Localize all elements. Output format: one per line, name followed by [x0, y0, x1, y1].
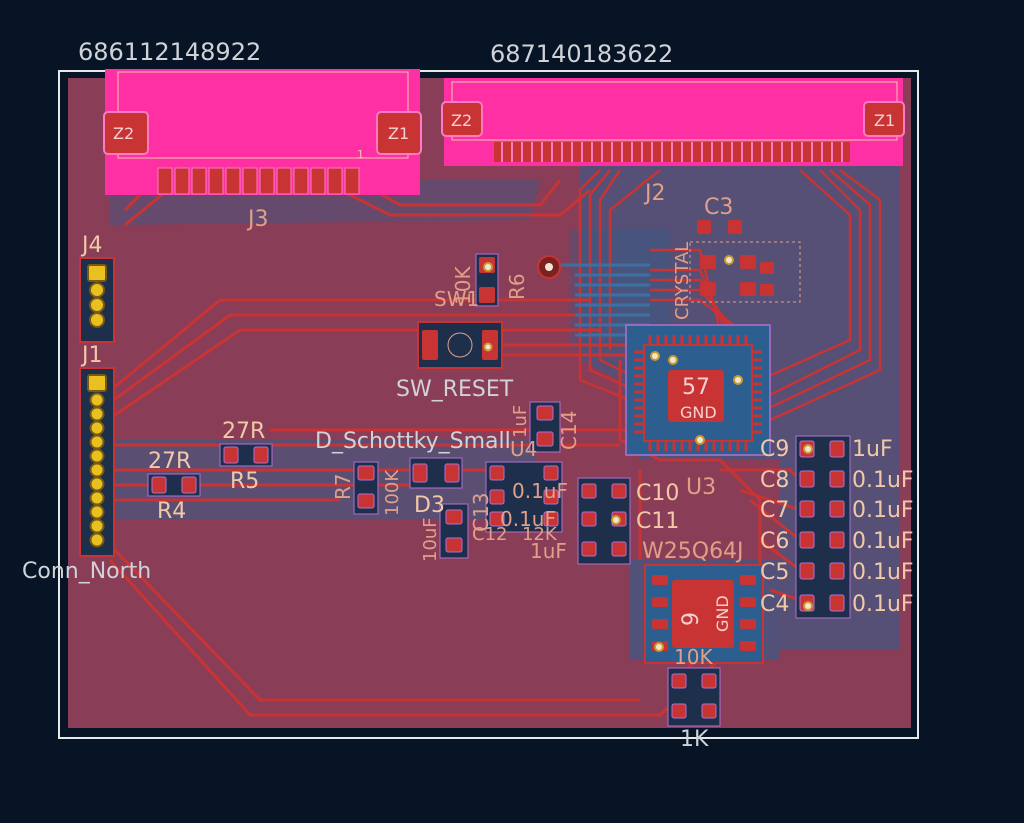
connector-j3-z1-pad — [376, 111, 422, 155]
conn2-part-label: 687140183622 — [490, 40, 673, 68]
j2-reference: J2 — [643, 181, 666, 206]
connector-j2-pin-gaps — [501, 142, 843, 162]
u2-pad-count: 9 — [679, 612, 704, 626]
c9-reference: C9 — [760, 437, 789, 462]
mounting-via-hole — [545, 263, 553, 271]
bus-traces — [578, 169, 882, 422]
u2-part-label: W25Q64J — [642, 539, 744, 564]
r4-value: 27R — [148, 449, 191, 474]
sw1-reference: SW1 — [434, 287, 479, 311]
crystal-footprint — [689, 241, 801, 303]
c12-label: C12 — [472, 524, 507, 545]
c14-reference: C14 — [557, 411, 581, 450]
c7-value: 0.1uF — [852, 498, 914, 523]
switch-sw1-pad-left — [422, 330, 438, 360]
connector-j3-z2-pad — [103, 111, 149, 155]
c10-reference: C10 — [636, 481, 679, 506]
u4-reference: U4 — [510, 437, 537, 461]
c6-value: 0.1uF — [852, 529, 914, 554]
connector-j2-z2-pad — [441, 101, 483, 137]
header-j4-pins — [87, 264, 107, 328]
c3-reference: C3 — [704, 195, 733, 220]
c5-value: 0.1uF — [852, 560, 914, 585]
c8-reference: C8 — [760, 468, 789, 493]
u1-pad-count: 57 — [682, 375, 710, 400]
c6-reference: C6 — [760, 529, 789, 554]
c4-reference: C4 — [760, 592, 789, 617]
u3-reference: U3 — [686, 475, 716, 500]
conn1-part-label: 686112148922 — [78, 38, 261, 66]
switch-sw1-actuator — [447, 332, 473, 358]
r5-reference: R5 — [230, 469, 259, 494]
sw-reset-label: SW_RESET — [396, 377, 514, 402]
col-value-2: 0.1uF — [500, 507, 556, 531]
resistor-1k-label: 1K — [680, 727, 709, 752]
r6-reference: R6 — [505, 273, 529, 300]
j1-reference: J1 — [80, 343, 103, 368]
passive-components — [147, 401, 721, 727]
c11-reference: C11 — [636, 509, 679, 534]
c9-value: 1uF — [852, 437, 893, 462]
col-value-1: 0.1uF — [512, 479, 568, 503]
r7-reference: R7 — [331, 473, 355, 500]
j2-z2-label: Z2 — [451, 111, 472, 130]
d-schottky-label: D_Schottky_Small — [315, 429, 511, 454]
c5-reference: C5 — [760, 560, 789, 585]
d3-reference: D3 — [414, 493, 445, 518]
c8-value: 0.1uF — [852, 468, 914, 493]
c12-value: 12K — [522, 524, 558, 545]
col-value-3: 1uF — [530, 539, 567, 563]
u1-pins — [634, 335, 762, 451]
resistor-r6-pad-bottom — [479, 287, 495, 303]
j3-z1-label: Z1 — [388, 124, 409, 143]
r5-value: 27R — [222, 419, 265, 444]
r4-reference: R4 — [157, 499, 186, 524]
j3-reference: J3 — [246, 207, 269, 232]
j3-pin1-mark: 1 — [357, 148, 364, 161]
u2-thermal-pad — [672, 580, 734, 648]
resistor-10k-label: 10K — [674, 645, 713, 669]
u1-gnd-label: GND — [680, 403, 717, 422]
board-edge-cuts — [58, 70, 919, 739]
decoupling-caps — [795, 435, 851, 619]
connector-j2-z1-pad — [863, 101, 905, 137]
c14-value: 1uF — [510, 405, 531, 438]
header-j1-pins — [87, 374, 107, 548]
conn-north-label: Conn_North — [22, 559, 151, 584]
c4-value: 0.1uF — [852, 592, 914, 617]
j4-reference: J4 — [80, 233, 103, 258]
crystal-back-label: CRYSTAL — [672, 242, 693, 320]
c7-reference: C7 — [760, 498, 789, 523]
u2-gnd-label: GND — [713, 595, 732, 632]
r7-value: 100K — [382, 469, 403, 516]
u1-thermal-pad — [668, 370, 724, 422]
crystal-pads — [697, 220, 774, 296]
j2-z1-label: Z1 — [874, 111, 895, 130]
connector-j3-pins — [157, 167, 360, 195]
c13-value: 10uF — [420, 517, 441, 562]
j3-z2-label: Z2 — [113, 124, 134, 143]
r6-value: 10K — [451, 266, 475, 305]
c13-reference: C13 — [469, 493, 493, 532]
